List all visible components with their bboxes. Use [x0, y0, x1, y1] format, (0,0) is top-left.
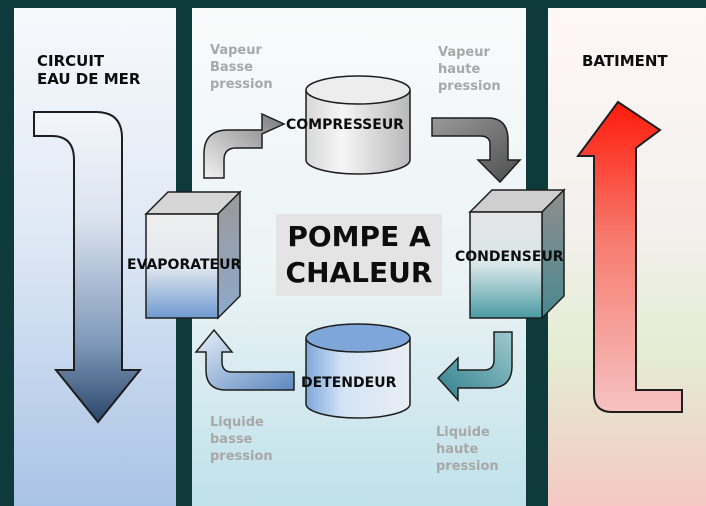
high-pressure-vapour-label: Vapeur haute pression: [438, 44, 501, 95]
seawater-circuit-title: CIRCUIT EAU DE MER: [37, 52, 140, 88]
high-pressure-liquid-line3: pression: [436, 459, 499, 474]
compressor-cylinder: [305, 75, 411, 175]
heat-pump-title: POMPE A CHALEUR: [276, 214, 442, 296]
expansion-valve-label: DETENDEUR: [301, 375, 397, 391]
evaporator-box: [144, 190, 242, 320]
condenser-box: [468, 188, 566, 320]
high-pressure-liquid-line2: haute: [436, 442, 479, 457]
seawater-circuit-title-line2: EAU DE MER: [37, 70, 141, 88]
building-title: BATIMENT: [582, 52, 668, 70]
seawater-circuit-title-line1: CIRCUIT: [37, 52, 105, 70]
low-pressure-vapour-label: Vapeur Basse pression: [210, 42, 273, 93]
low-pressure-liquid-line3: pression: [210, 449, 273, 464]
low-pressure-vapour-line3: pression: [210, 77, 273, 92]
high-pressure-vapour-line2: haute: [438, 62, 481, 77]
low-pressure-vapour-arrow: [203, 112, 286, 179]
evaporator-label: EVAPORATEUR: [127, 257, 242, 273]
low-pressure-liquid-arrow: [194, 328, 295, 391]
high-pressure-vapour-arrow: [431, 117, 522, 184]
expansion-valve-cylinder: [305, 323, 411, 419]
high-pressure-vapour-line1: Vapeur: [438, 45, 490, 60]
low-pressure-vapour-line1: Vapeur: [210, 43, 262, 58]
condenser-label: CONDENSEUR: [455, 249, 564, 265]
heat-pump-title-line1: POMPE A: [287, 220, 431, 253]
low-pressure-vapour-line2: Basse: [210, 60, 253, 75]
low-pressure-liquid-line2: basse: [210, 432, 253, 447]
low-pressure-liquid-label: Liquide basse pression: [210, 414, 273, 465]
high-pressure-liquid-arrow: [436, 331, 513, 402]
high-pressure-liquid-label: Liquide haute pression: [436, 424, 499, 475]
heat-pump-title-line2: CHALEUR: [285, 256, 433, 289]
high-pressure-liquid-line1: Liquide: [436, 425, 490, 440]
compressor-label: COMPRESSEUR: [286, 117, 404, 133]
building-flow-arrow: [576, 100, 683, 413]
seawater-flow-arrow: [33, 111, 143, 424]
high-pressure-vapour-line3: pression: [438, 79, 501, 94]
low-pressure-liquid-line1: Liquide: [210, 415, 264, 430]
